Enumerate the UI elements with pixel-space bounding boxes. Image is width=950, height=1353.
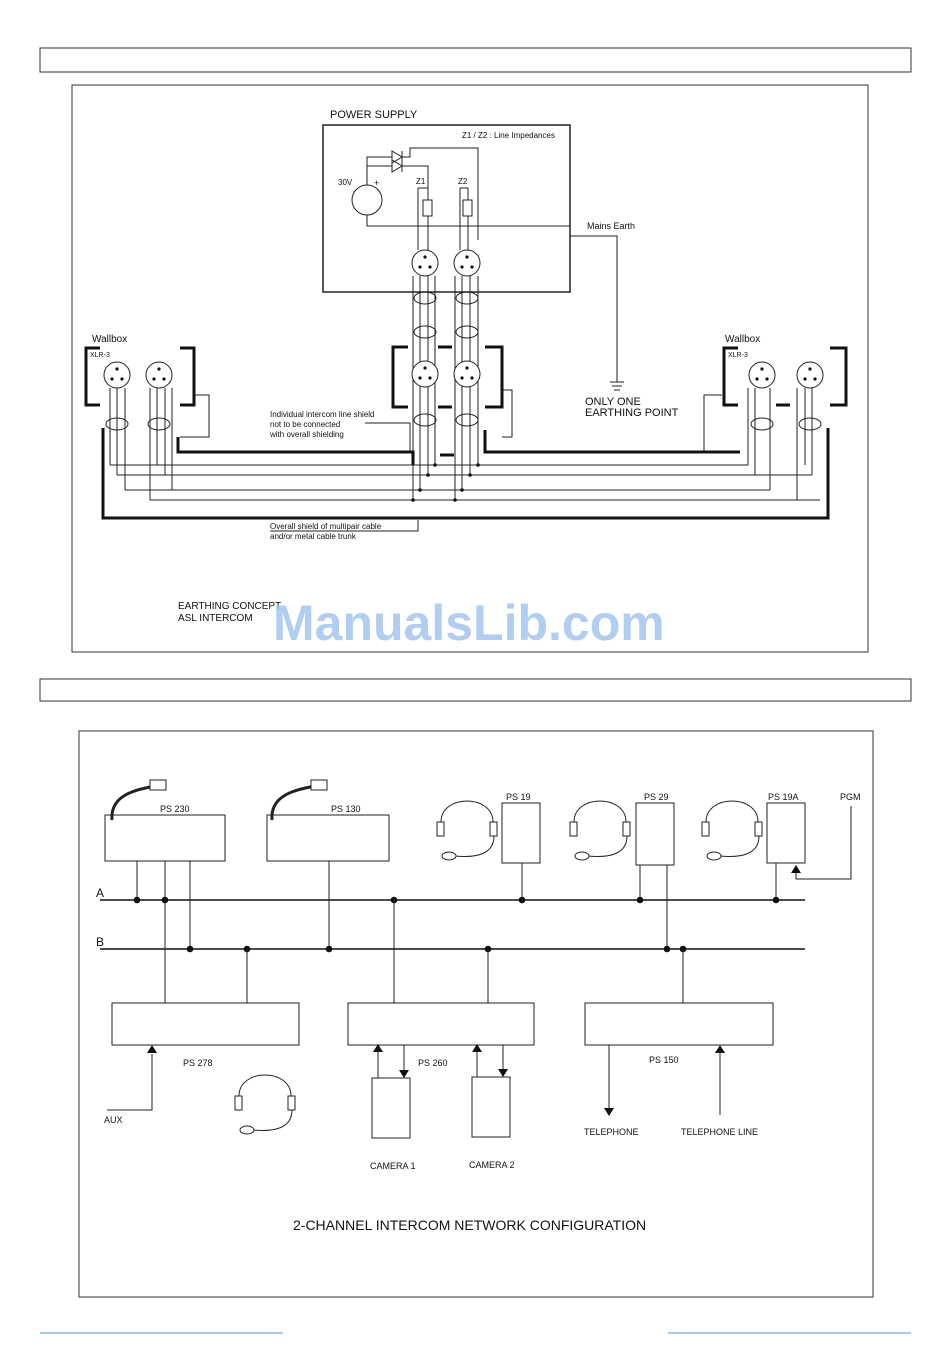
telephone-label: TELEPHONE	[584, 1127, 639, 1137]
ps19-unit: PS 19	[436, 792, 541, 900]
ps19a-unit: PS 19A PGM	[701, 792, 861, 900]
ps150-label: PS 150	[649, 1055, 679, 1065]
line-impedance-note: Z1 / Z2 : Line Impedances	[462, 131, 555, 140]
section-header-bar-bottom	[39, 678, 912, 702]
ps150-unit: PS 150 TELEPHONE TELEPHONE LINE	[584, 949, 774, 1137]
ps260-label: PS 260	[418, 1058, 448, 1068]
right-xlr-2-icon	[796, 361, 824, 389]
voltage-label: 30V	[338, 178, 353, 187]
ps230-unit: PS 230	[104, 779, 226, 1003]
earthing-diagram-frame	[71, 84, 869, 653]
ps260-unit: PS 260 CAMERA 1 CAMERA 2	[347, 900, 535, 1171]
ps278-label: PS 278	[183, 1058, 213, 1068]
earthing-caption-1: EARTHING CONCEPT	[178, 601, 281, 612]
z2-resistor-icon	[462, 199, 473, 217]
center-wire-bundle	[412, 276, 479, 500]
voltage-source-icon	[351, 184, 383, 216]
right-xlr-label: XLR-3	[728, 352, 748, 359]
ps130-gooseneck-icon	[270, 784, 316, 821]
camera2-label: CAMERA 2	[469, 1160, 515, 1170]
ps29-unit: PS 29	[569, 792, 675, 949]
ps19-label: PS 19	[506, 792, 531, 802]
pgm-arrow-icon	[791, 865, 801, 873]
aux-label: AUX	[104, 1115, 123, 1125]
ps19-headset-icon	[436, 800, 498, 861]
right-wallbox: Wallbox XLR-3	[483, 334, 848, 500]
right-wallbox-label: Wallbox	[725, 334, 760, 345]
mains-earth-label: Mains Earth	[587, 221, 635, 231]
camera1-label: CAMERA 1	[370, 1161, 416, 1171]
plus-label: +	[374, 178, 379, 188]
telephone-line-label: TELEPHONE LINE	[681, 1127, 758, 1137]
power-supply-label: POWER SUPPLY	[330, 109, 418, 121]
left-xlr-label: XLR-3	[90, 352, 110, 359]
watermark-text: ManualsLib.com	[273, 595, 665, 651]
z1-resistor-icon	[422, 199, 433, 217]
section-header-bar-top	[39, 47, 912, 73]
camera2-box	[471, 1076, 511, 1138]
network-diagram-frame	[78, 730, 874, 1298]
horizontal-wire-bundle	[110, 463, 820, 502]
ps230-gooseneck-icon	[110, 784, 156, 821]
bus-a-label: A	[96, 886, 104, 900]
earth-ground-icon	[610, 381, 624, 391]
only-one-label: ONLY ONE	[585, 396, 641, 408]
earthing-caption-2: ASL INTERCOM	[178, 613, 253, 624]
aux-arrow-icon	[147, 1045, 157, 1053]
ps130-label: PS 130	[331, 804, 361, 814]
camera1-box	[371, 1077, 411, 1139]
overall-shield-note-1: Overall shield of multipair cable	[270, 522, 382, 531]
camera1-down-arrow-icon	[399, 1070, 409, 1078]
ps-xlr-2-icon	[453, 249, 481, 277]
shield-note-1: Individual intercom line shield	[270, 410, 375, 419]
left-xlr-2-icon	[145, 361, 173, 389]
shield-note-2: not to be connected	[270, 420, 340, 429]
center-junction-box	[391, 345, 504, 457]
camera2-down-arrow-icon	[498, 1069, 508, 1077]
pgm-label: PGM	[840, 792, 861, 802]
z2-label: Z2	[458, 177, 468, 186]
ps19a-label: PS 19A	[768, 792, 799, 802]
ps29-headset-icon	[569, 800, 631, 861]
bus-b-label: B	[96, 935, 104, 949]
earthing-point-label: EARTHING POINT	[585, 407, 679, 419]
junction-xlr-2-icon	[453, 360, 481, 388]
ps278-unit: PS 278 AUX	[104, 949, 300, 1135]
left-wallbox-label: Wallbox	[92, 334, 127, 345]
ps278-headset-icon	[234, 1074, 296, 1135]
left-wallbox: Wallbox XLR-3	[84, 334, 415, 500]
telephone-line-arrow-icon	[715, 1045, 725, 1053]
z1-label: Z1	[416, 177, 426, 186]
left-xlr-1-icon	[103, 361, 131, 389]
ps19a-headset-icon	[701, 800, 763, 861]
telephone-arrow-icon	[604, 1108, 614, 1116]
ps130-unit: PS 130	[266, 779, 390, 949]
ps29-label: PS 29	[644, 792, 669, 802]
overall-shield-note-2: and/or metal cable trunk	[270, 532, 357, 541]
ps-xlr-1-icon	[411, 249, 439, 277]
network-title: 2-CHANNEL INTERCOM NETWORK CONFIGURATION	[293, 1217, 646, 1233]
right-xlr-1-icon	[748, 361, 776, 389]
shield-note-3: with overall shielding	[269, 430, 344, 439]
ps230-label: PS 230	[160, 804, 190, 814]
power-supply-block: POWER SUPPLY Z1 / Z2 : Line Impedances 3…	[322, 109, 679, 419]
overall-shield: Overall shield of multipair cable and/or…	[101, 428, 830, 541]
bus-junction-dots	[133, 896, 780, 953]
junction-xlr-1-icon	[411, 360, 439, 388]
